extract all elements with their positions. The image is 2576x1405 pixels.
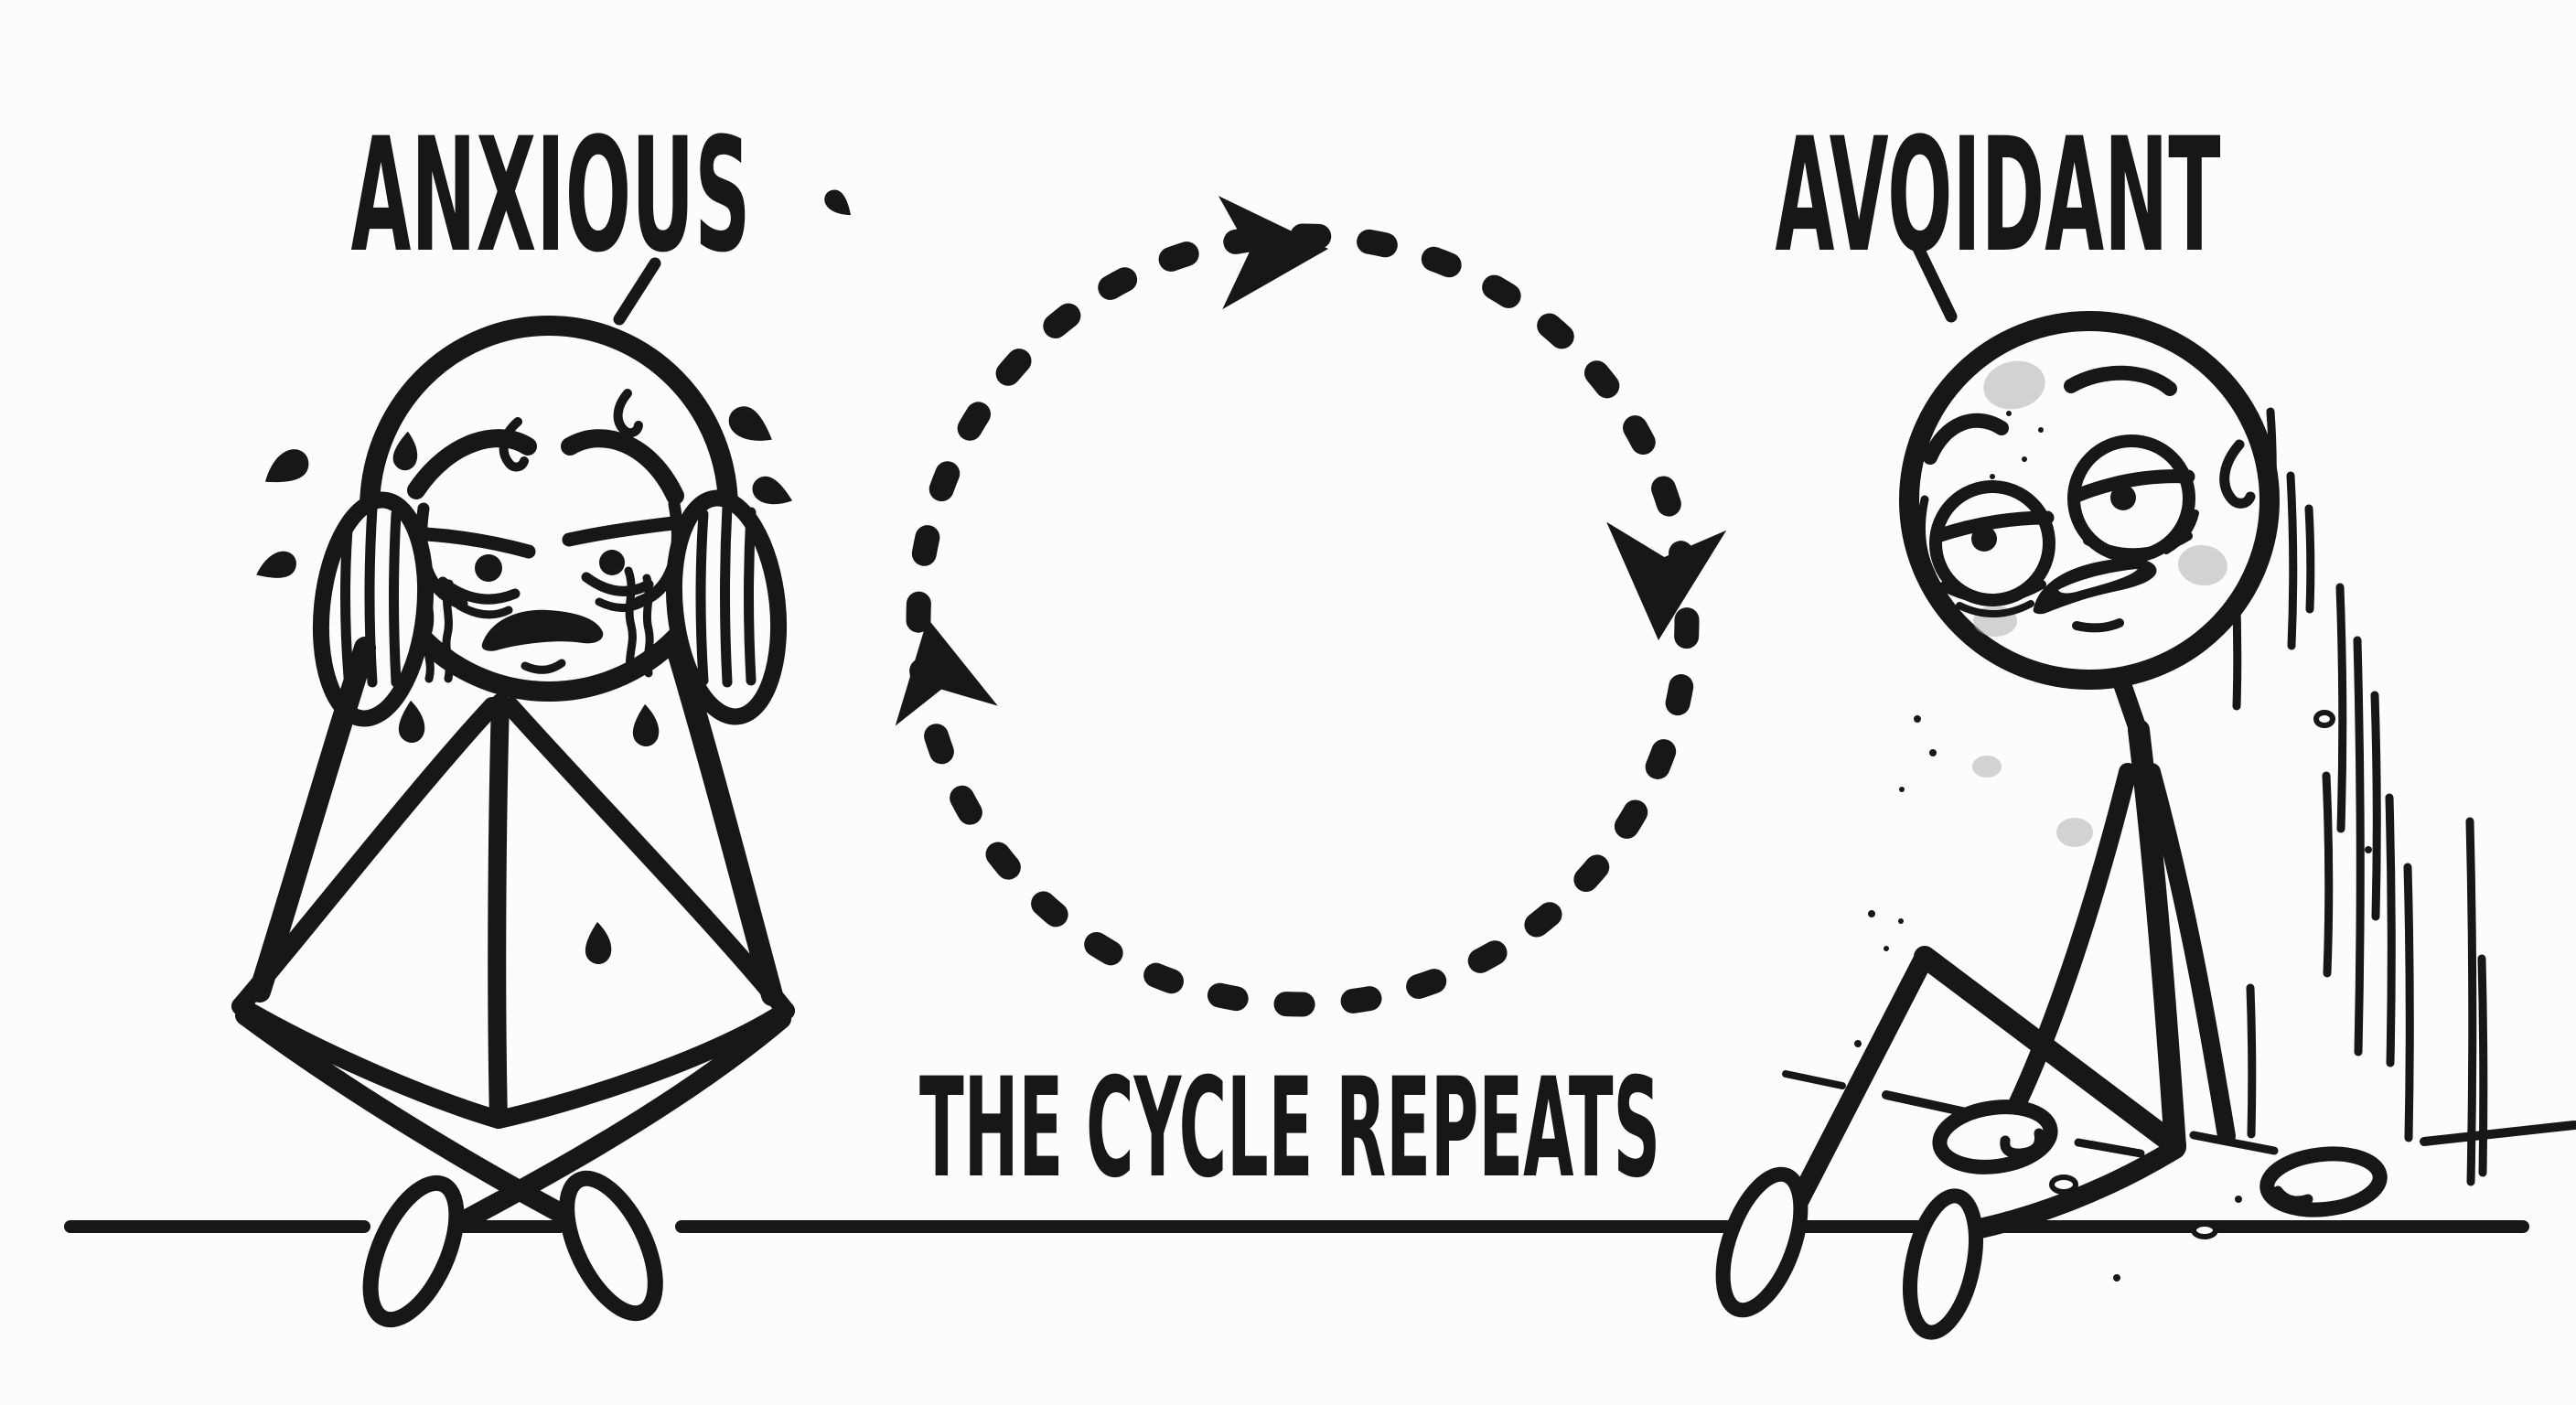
avoidant-legs: [1715, 946, 2186, 1340]
anxious-chin-crease: [521, 659, 566, 674]
avoidant-stick-figure: [1715, 311, 2576, 1340]
anxious-label-tick: [613, 257, 661, 326]
anxious-right-pupil: [599, 550, 625, 575]
anxious-eyebrows: [407, 429, 684, 505]
avoidant-left-foot: [1715, 1166, 1809, 1318]
avoidant-label-tick: [1905, 229, 1958, 323]
avoidant-right-hand: [2259, 1146, 2388, 1217]
label-anxious: ANXIOUS: [351, 103, 751, 287]
avoidant-eyebrows: [1923, 365, 2177, 465]
cycle-arrow: [876, 192, 1727, 1017]
avoidant-right-pupil: [2110, 485, 2136, 510]
anxious-right-hand: [665, 489, 788, 725]
anxious-mouth: [481, 609, 604, 651]
avoidant-mouth: [2033, 558, 2157, 633]
label-avoidant: AVOIDANT: [1776, 103, 2221, 287]
avoidant-head: [1899, 311, 2280, 690]
avoidant-arms: [1932, 763, 2388, 1217]
labels: ANXIOUS AVOIDANT THE CYCLE REPEATS: [351, 103, 2221, 1208]
dirt-specks: [1854, 411, 2372, 1282]
anxious-left-foot: [362, 1174, 465, 1328]
dashed-circle-icon: [906, 223, 1700, 1017]
sweat-drop-icon: [251, 185, 858, 965]
avoidant-eyes: [1916, 434, 2199, 617]
anxious-left-pupil: [475, 554, 502, 582]
anxious-stick-figure: [231, 185, 858, 1328]
avoidant-torso: [2128, 719, 2186, 1158]
avoidant-left-pupil: [1971, 526, 1997, 552]
caption-cycle-repeats: THE CYCLE REPEATS: [919, 1049, 1660, 1208]
sweat-drop-icon: [2219, 439, 2256, 509]
anxious-right-foot: [559, 1170, 663, 1322]
anxious-arms: [249, 635, 783, 1006]
anxious-legs: [235, 1005, 791, 1328]
